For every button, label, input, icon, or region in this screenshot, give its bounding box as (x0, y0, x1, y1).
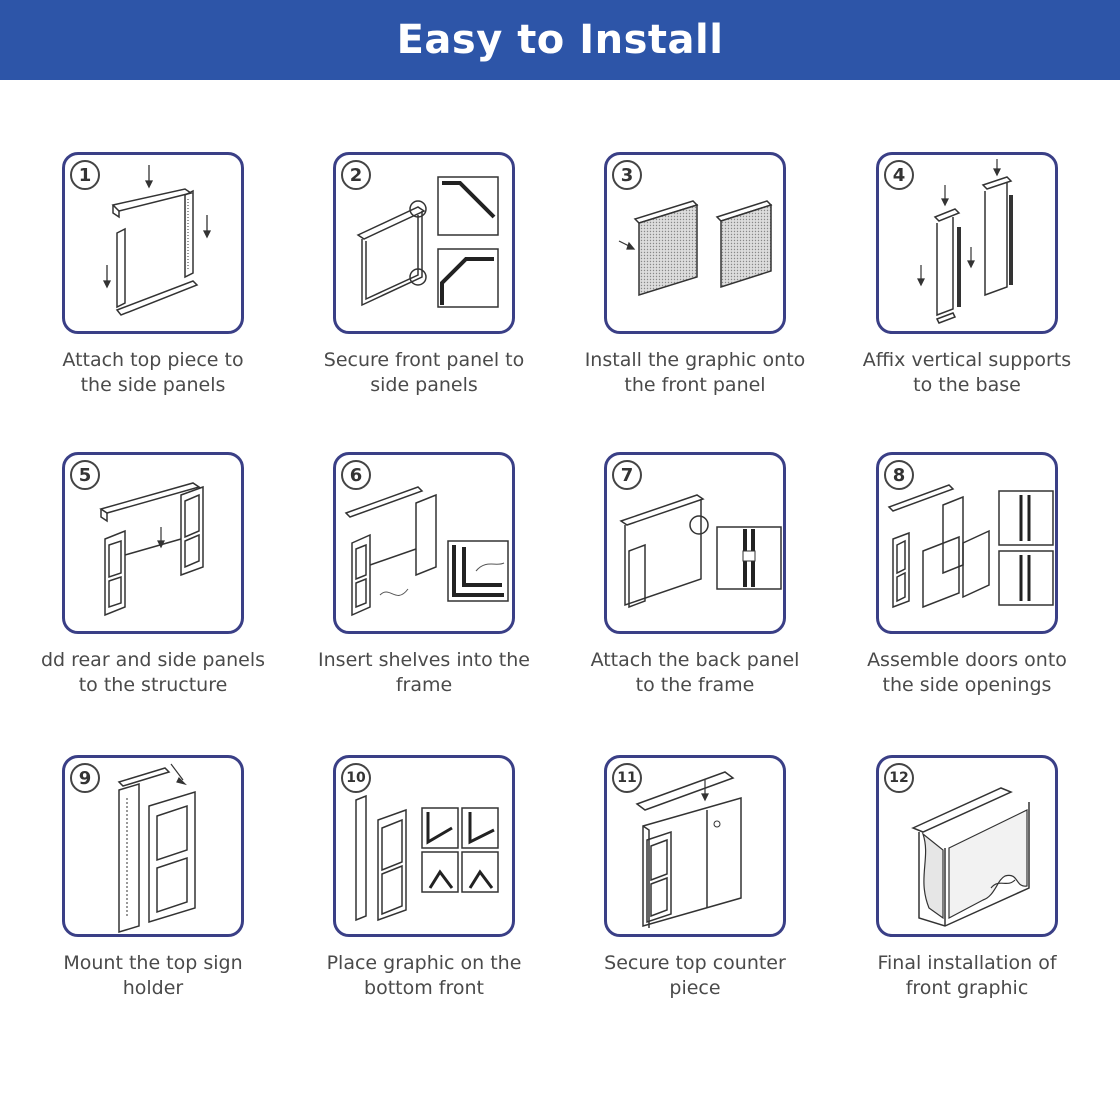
illustration-attach-back-panel (619, 494, 782, 609)
step-caption: Final installation of front graphic (831, 951, 1103, 1001)
step-caption: Assemble doors onto the side openings (831, 648, 1103, 698)
illustration-final-graphic (911, 787, 1030, 927)
illustration-mount-sign (117, 763, 196, 934)
step-illustration: 3 (604, 152, 786, 334)
step-caption-line2: to the frame (635, 674, 755, 696)
step-number-badge: 1 (70, 160, 100, 190)
step-caption-line2: holder (122, 977, 184, 999)
step-caption-line1: Affix vertical supports (862, 349, 1072, 371)
step-caption: Mount the top sign holder (17, 951, 289, 1001)
step-caption: Secure front panel to side panels (288, 348, 560, 398)
step-number-badge: 5 (70, 460, 100, 490)
step-caption-line1: Secure front panel to (323, 349, 525, 371)
step-number-badge: 7 (612, 460, 642, 490)
step-illustration: 6 (333, 452, 515, 634)
illustration-place-graphic (355, 794, 499, 922)
step-caption-line2: side panels (370, 374, 478, 396)
step-number-badge: 9 (70, 763, 100, 793)
header-banner: Easy to Install (0, 0, 1120, 80)
illustration-assemble-doors (887, 484, 1054, 609)
step-caption-line2: to the base (913, 374, 1021, 396)
step-number-badge: 4 (884, 160, 914, 190)
step-caption-line2: bottom front (364, 977, 484, 999)
page-title: Easy to Install (396, 17, 724, 63)
step-number-badge: 11 (612, 763, 642, 793)
step-caption-line2: to the structure (78, 674, 228, 696)
step-caption: Secure top counter piece (559, 951, 831, 1001)
step-illustration: 9 (62, 755, 244, 937)
step-illustration: 12 (876, 755, 1058, 937)
illustration-attach-top (102, 165, 212, 316)
step-illustration: 10 (333, 755, 515, 937)
step-number-badge: 12 (884, 763, 914, 793)
step-caption-line2: front graphic (905, 977, 1029, 999)
step-caption: Place graphic on the bottom front (288, 951, 560, 1001)
step-caption: Affix vertical supports to the base (831, 348, 1103, 398)
illustration-insert-shelves (344, 486, 509, 617)
step-caption: Insert shelves into the frame (288, 648, 560, 698)
step-caption: Attach top piece to the side panels (17, 348, 289, 398)
step-number-badge: 8 (884, 460, 914, 490)
illustration-secure-front (356, 176, 499, 308)
step-caption-line1: Final installation of (877, 952, 1057, 974)
step-caption-line1: Install the graphic onto (584, 349, 806, 371)
step-caption-line1: dd rear and side panels (40, 649, 266, 671)
step-caption: dd rear and side panels to the structure (17, 648, 289, 698)
step-caption-line1: Assemble doors onto (867, 649, 1067, 671)
step-caption-line2: the side panels (80, 374, 226, 396)
illustration-rear-side-panels (99, 482, 204, 617)
step-number-badge: 10 (341, 763, 371, 793)
step-caption-line1: Secure top counter (604, 952, 786, 974)
step-caption-line2: the side openings (882, 674, 1052, 696)
step-illustration: 2 (333, 152, 515, 334)
step-illustration: 5 (62, 452, 244, 634)
illustration-affix-supports (917, 159, 1013, 324)
step-illustration: 1 (62, 152, 244, 334)
step-caption-line1: Insert shelves into the (318, 649, 530, 671)
illustration-secure-counter (635, 771, 742, 928)
step-illustration: 7 (604, 452, 786, 634)
step-caption-line1: Place graphic on the (326, 952, 522, 974)
step-caption-line1: Mount the top sign (63, 952, 243, 974)
step-illustration: 8 (876, 452, 1058, 634)
step-caption-line2: piece (669, 977, 721, 999)
step-caption-line2: the front panel (624, 374, 766, 396)
step-number-badge: 3 (612, 160, 642, 190)
step-caption-line1: Attach top piece to (62, 349, 244, 371)
step-caption-line1: Attach the back panel (590, 649, 800, 671)
step-number-badge: 6 (341, 460, 371, 490)
illustration-install-graphic (618, 200, 773, 297)
step-illustration: 11 (604, 755, 786, 937)
step-caption: Attach the back panel to the frame (559, 648, 831, 698)
step-number-badge: 2 (341, 160, 371, 190)
step-caption: Install the graphic onto the front panel (559, 348, 831, 398)
step-caption-line2: frame (395, 674, 453, 696)
step-illustration: 4 (876, 152, 1058, 334)
